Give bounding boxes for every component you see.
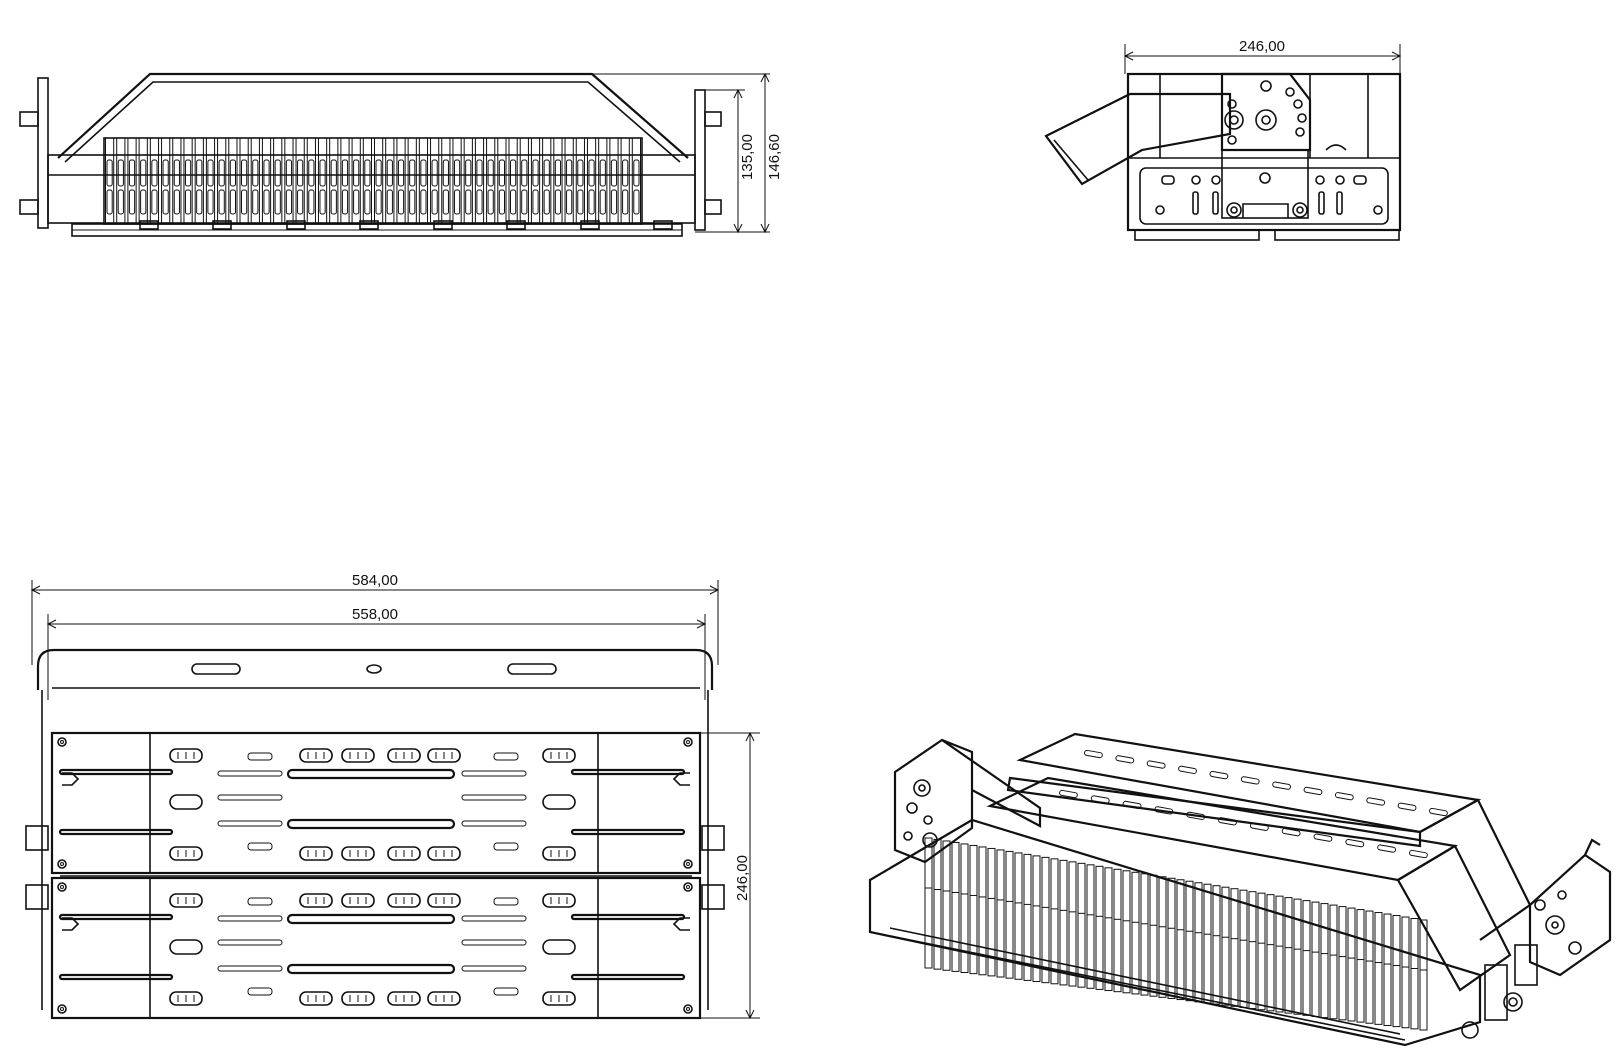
top-bracket [36, 648, 714, 690]
side-view: 135,00 146,60 [19, 72, 783, 237]
led-module-2 [50, 876, 702, 1020]
end-view: 246,00 [1044, 38, 1402, 241]
mount-plate [1220, 72, 1312, 152]
iso-fin [1167, 877, 1176, 999]
iso-plate-slots [1059, 749, 1448, 859]
iso-fin [1032, 855, 1041, 983]
mounting-bracket [57, 72, 689, 159]
iso-fin [1365, 910, 1374, 1024]
iso-fin [1284, 897, 1293, 1014]
iso-fin [1140, 873, 1149, 996]
iso-fin [1212, 885, 1221, 1005]
iso-fin [1059, 859, 1068, 986]
bracket-arm [1044, 92, 1232, 186]
iso-fin [1113, 868, 1122, 993]
iso-fin [1239, 889, 1248, 1008]
iso-fin [1122, 870, 1131, 994]
iso-fin [1185, 880, 1194, 1002]
iso-fin [1266, 894, 1275, 1012]
iso-fin [1023, 853, 1032, 981]
iso-fin [960, 843, 969, 974]
iso-fin [1014, 852, 1023, 980]
iso-fin [951, 841, 960, 972]
iso-heatsink-fins [924, 837, 1428, 1031]
end-width-dimension: 246,00 [1239, 38, 1285, 55]
iso-fin [1419, 919, 1428, 1031]
iso-fin [1257, 892, 1266, 1011]
led-modules [50, 731, 702, 1020]
iso-fin [1329, 904, 1338, 1020]
iso-fin [1311, 901, 1320, 1017]
iso-fin [1275, 895, 1284, 1013]
depth-dimension: 246,00 [734, 855, 751, 901]
iso-fin [933, 838, 942, 970]
iso-fin [1230, 888, 1239, 1007]
iso-fin [1149, 874, 1158, 997]
isometric-view [868, 732, 1612, 1047]
iso-fin [1005, 850, 1014, 979]
iso-fin [1068, 861, 1077, 987]
iso-fin [1104, 867, 1113, 992]
iso-fin [1095, 865, 1104, 990]
iso-fin [1221, 886, 1230, 1006]
iso-fin [1131, 871, 1140, 995]
iso-fin [1401, 916, 1410, 1029]
iso-fin [1293, 898, 1302, 1015]
iso-fin [987, 847, 996, 977]
top-view: 584,00 558,00 246,00 [25, 572, 760, 1020]
iso-fin [1374, 912, 1383, 1025]
iso-fin [1302, 900, 1311, 1016]
housing-outline [1126, 72, 1402, 232]
inner-width-dimension: 558,00 [352, 606, 398, 623]
heatsink-fins [105, 137, 642, 225]
height-inner-dimension: 135,00 [739, 134, 756, 180]
iso-fin [924, 837, 933, 969]
iso-fin [969, 844, 978, 975]
iso-fin [1050, 858, 1059, 985]
iso-fin [996, 849, 1005, 978]
iso-fin [1041, 856, 1050, 984]
iso-fin [1392, 915, 1401, 1028]
iso-fin [1077, 862, 1086, 988]
iso-fin [1248, 891, 1257, 1010]
led-module-1 [50, 731, 702, 875]
iso-fin [1203, 883, 1212, 1004]
iso-fin [1356, 909, 1365, 1023]
iso-fin [1338, 906, 1347, 1021]
iso-fin [1086, 864, 1095, 989]
iso-fin [1176, 879, 1185, 1001]
iso-fin [1158, 876, 1167, 998]
iso-top-module-2 [1006, 776, 1422, 848]
iso-fin [1410, 918, 1419, 1030]
iso-right-bracket [1528, 853, 1612, 977]
height-outer-dimension: 146,60 [766, 134, 783, 180]
iso-fin [1347, 907, 1356, 1022]
iso-base-tray [868, 818, 1482, 1047]
iso-fin [942, 840, 951, 971]
outer-width-dimension: 584,00 [352, 572, 398, 589]
iso-fin [1194, 882, 1203, 1003]
iso-fin [1383, 913, 1392, 1026]
iso-fin [1320, 903, 1329, 1019]
iso-fin [978, 846, 987, 976]
